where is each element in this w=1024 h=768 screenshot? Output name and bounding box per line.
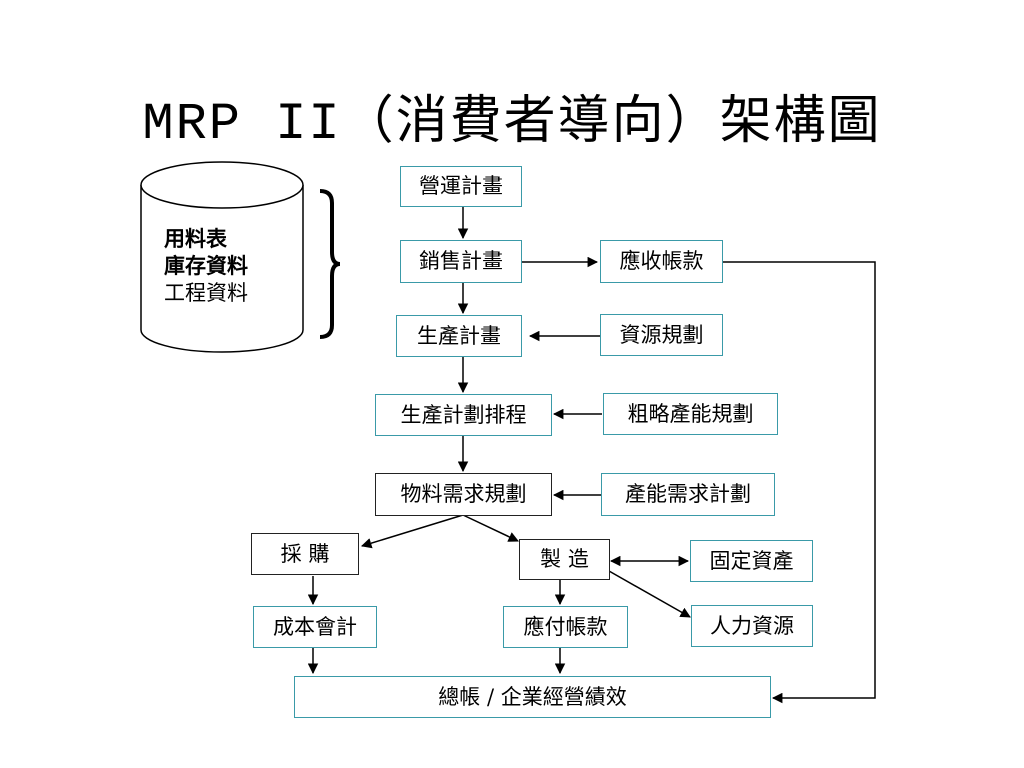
arrow-mrp-to-manufacturing [462, 514, 519, 542]
node-operations-plan: 營運計畫 [400, 166, 522, 207]
node-production-schedule: 生產計劃排程 [375, 394, 552, 436]
node-cost-accounting: 成本會計 [253, 606, 377, 648]
db-line-inventory: 庫存資料 [164, 254, 248, 278]
node-receivables: 應收帳款 [600, 240, 723, 283]
arrow-receivables-to-ledger [723, 261, 876, 704]
node-general-ledger: 總帳 / 企業經營績效 [294, 676, 771, 718]
node-payables: 應付帳款 [503, 606, 628, 648]
node-mrp: 物料需求規劃 [375, 473, 552, 516]
db-line-engineering: 工程資料 [164, 281, 248, 305]
node-production-plan: 生產計畫 [396, 315, 522, 357]
node-fixed-assets: 固定資產 [690, 540, 813, 582]
node-sales-plan: 銷售計畫 [400, 240, 522, 283]
arrow-manufacturing-to-hr [608, 570, 691, 618]
node-manufacturing: 製 造 [519, 539, 610, 580]
arrow-mrp-to-purchasing [360, 514, 464, 549]
node-human-resources: 人力資源 [691, 605, 813, 647]
curly-brace-icon [319, 189, 341, 339]
database-cylinder-icon [140, 161, 304, 353]
node-rough-cut-capacity: 粗略產能規劃 [603, 393, 778, 435]
node-capacity-requirements: 產能需求計劃 [601, 473, 775, 516]
node-resource-planning: 資源規劃 [600, 314, 723, 356]
node-purchasing: 採 購 [251, 533, 359, 575]
db-line-bom: 用料表 [164, 227, 227, 251]
database-contents: 用料表 庫存資料 工程資料 [164, 226, 248, 307]
page-title: MRP II（消費者導向）架構圖 [142, 95, 882, 154]
